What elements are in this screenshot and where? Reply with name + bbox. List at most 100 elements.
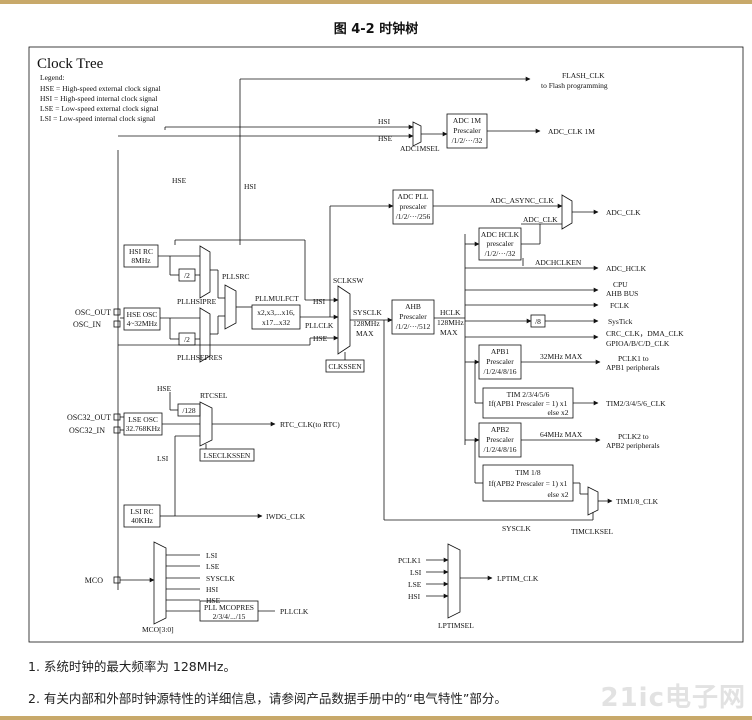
block-text: /1/2/···/32 [452,136,483,145]
block-text: /1/2/4/8/16 [484,445,517,454]
mux-label: LPTIMSEL [438,621,474,630]
signal-label: HSE [172,176,187,185]
pin-label: OSC_IN [73,320,101,329]
block-text: PLL MCOPRES [204,603,254,612]
block-text: else x2 [547,408,568,417]
block-text: CLKSSEN [328,362,362,371]
block-text: Prescaler [453,126,481,135]
output-label: TIM2/3/4/5/6_CLK [606,399,666,408]
output-label: PLLCLK [280,607,309,616]
block-text: 40KHz [131,516,153,525]
pin-label: OSC_OUT [75,308,111,317]
block-text: ADC HCLK [481,230,520,239]
signal-label: MAX [440,328,458,337]
lptim-input-label: PCLK1 [398,556,421,565]
mco-input-label: HSE [206,596,221,605]
output-label: FCLK [610,301,630,310]
block-text: 8MHz [131,256,151,265]
block-text: APB2 [491,425,510,434]
block-text: LSI RC [130,507,153,516]
signal-label: LSI [157,454,169,463]
legend-heading: Legend: [40,73,65,82]
ahb-prescaler-block [391,299,435,335]
output-label: CRC_CLK，DMA_CLK [606,329,684,338]
block-text: TIM 2/3/4/5/6 [507,390,550,399]
block-text: If(APB1 Prescaler = 1) x1 [489,399,568,408]
signal-label: 32MHz MAX [540,352,583,361]
block-text: LSE OSC [128,415,158,424]
osc-out-pin [113,308,121,316]
osc32-out-pin [113,413,121,421]
signal-label: MAX [356,329,374,338]
block-text: HSE OSC [127,310,158,319]
pll-hse-pre-mux [199,307,211,363]
hse-osc-block [123,307,161,331]
legend-item: HSI = High-speed internal clock signal [40,94,157,103]
signal-label: HSI [244,182,257,191]
signal-label: HSI [313,297,326,306]
block-text: ADC 1M [453,116,481,125]
watermark-logo: 21ic电子网 [600,683,746,713]
mux-label: TIMCLKSEL [571,527,614,536]
osc32-in-pin [113,426,121,434]
pll-hsi-pre-mux [199,245,211,299]
output-label: AHB BUS [606,289,638,298]
pin-label: MCO [85,576,103,585]
output-label: FLASH_CLK [562,71,605,80]
mco-input-label: LSI [206,551,218,560]
mux-label: SCLKSW [333,276,364,285]
lptim-input-label: HSI [408,592,421,601]
mux-label: PLLSRC [222,272,250,281]
block-text: 32.768KHz [126,424,161,433]
mux-label: MCO[3:0] [142,625,174,634]
sclksw-mux [337,285,351,355]
signal-label: ADC_ASYNC_CLK [490,196,554,205]
block-text: prescaler [486,239,514,248]
clock-tree-frame [28,46,744,643]
output-label: TIM1/8_CLK [616,497,659,506]
output-label: PCLK1 to [618,354,649,363]
output-label: ADC_CLK 1M [548,127,595,136]
block-text: TIM 1/8 [515,468,540,477]
osc-in-pin [113,320,121,328]
output-label: SysTick [608,317,633,326]
footnote: 2. 有关内部和外部时钟源特性的详细信息，请参阅产品数据手册中的“电气特性”部分… [28,691,507,706]
block-text: 4~32MHz [127,319,158,328]
signal-label: HSI [378,117,391,126]
output-label: RTC_CLK(to RTC) [280,420,340,429]
block-text: LSECLKSSEN [204,451,251,460]
block-text: /1/2/4/8/16 [484,367,517,376]
block-text: APB1 [491,347,510,356]
figure-title: 图 4-2 时钟树 [333,22,419,37]
output-label: ADC_CLK [606,208,641,217]
adc1msel-mux [412,121,422,147]
pin-label: OSC32_OUT [67,413,111,422]
legend-item: HSE = High-speed external clock signal [40,84,161,93]
lptim-input-label: LSI [410,568,422,577]
mco-input-label: LSE [206,562,220,571]
signal-label: HSE [378,134,393,143]
signal-label: HSE [313,334,328,343]
output-label: APB2 peripherals [606,441,660,450]
pllsrc-mux [224,284,237,330]
output-label: GPIOA/B/C/D_CLK [606,339,670,348]
output-label: to Flash programming [541,81,608,90]
block-text: Prescaler [399,312,427,321]
legend-item: LSI = Low-speed internal clock signal [40,114,155,123]
lptimsel-mux [447,543,461,619]
signal-label: HSE [157,384,172,393]
mux-label: ADC1MSEL [400,144,440,153]
block-text: 2/3/4/.../15 [213,612,246,621]
signal-label: 64MHz MAX [540,430,583,439]
output-label: IWDG_CLK [266,512,306,521]
signal-label: ADC_CLK [523,215,558,224]
block-text: /128 [182,406,196,415]
output-label: APB1 peripherals [606,363,660,372]
mco-input-label: SYSCLK [206,574,235,583]
legend-item: LSE = Low-speed external clock signal [40,104,159,113]
block-text: /1/2/···/256 [396,212,431,221]
output-label: ADC_HCLK [606,264,647,273]
block-text: else x2 [547,490,568,499]
signal-label: SYSCLK [502,524,531,533]
block-text: /2 [184,335,190,344]
